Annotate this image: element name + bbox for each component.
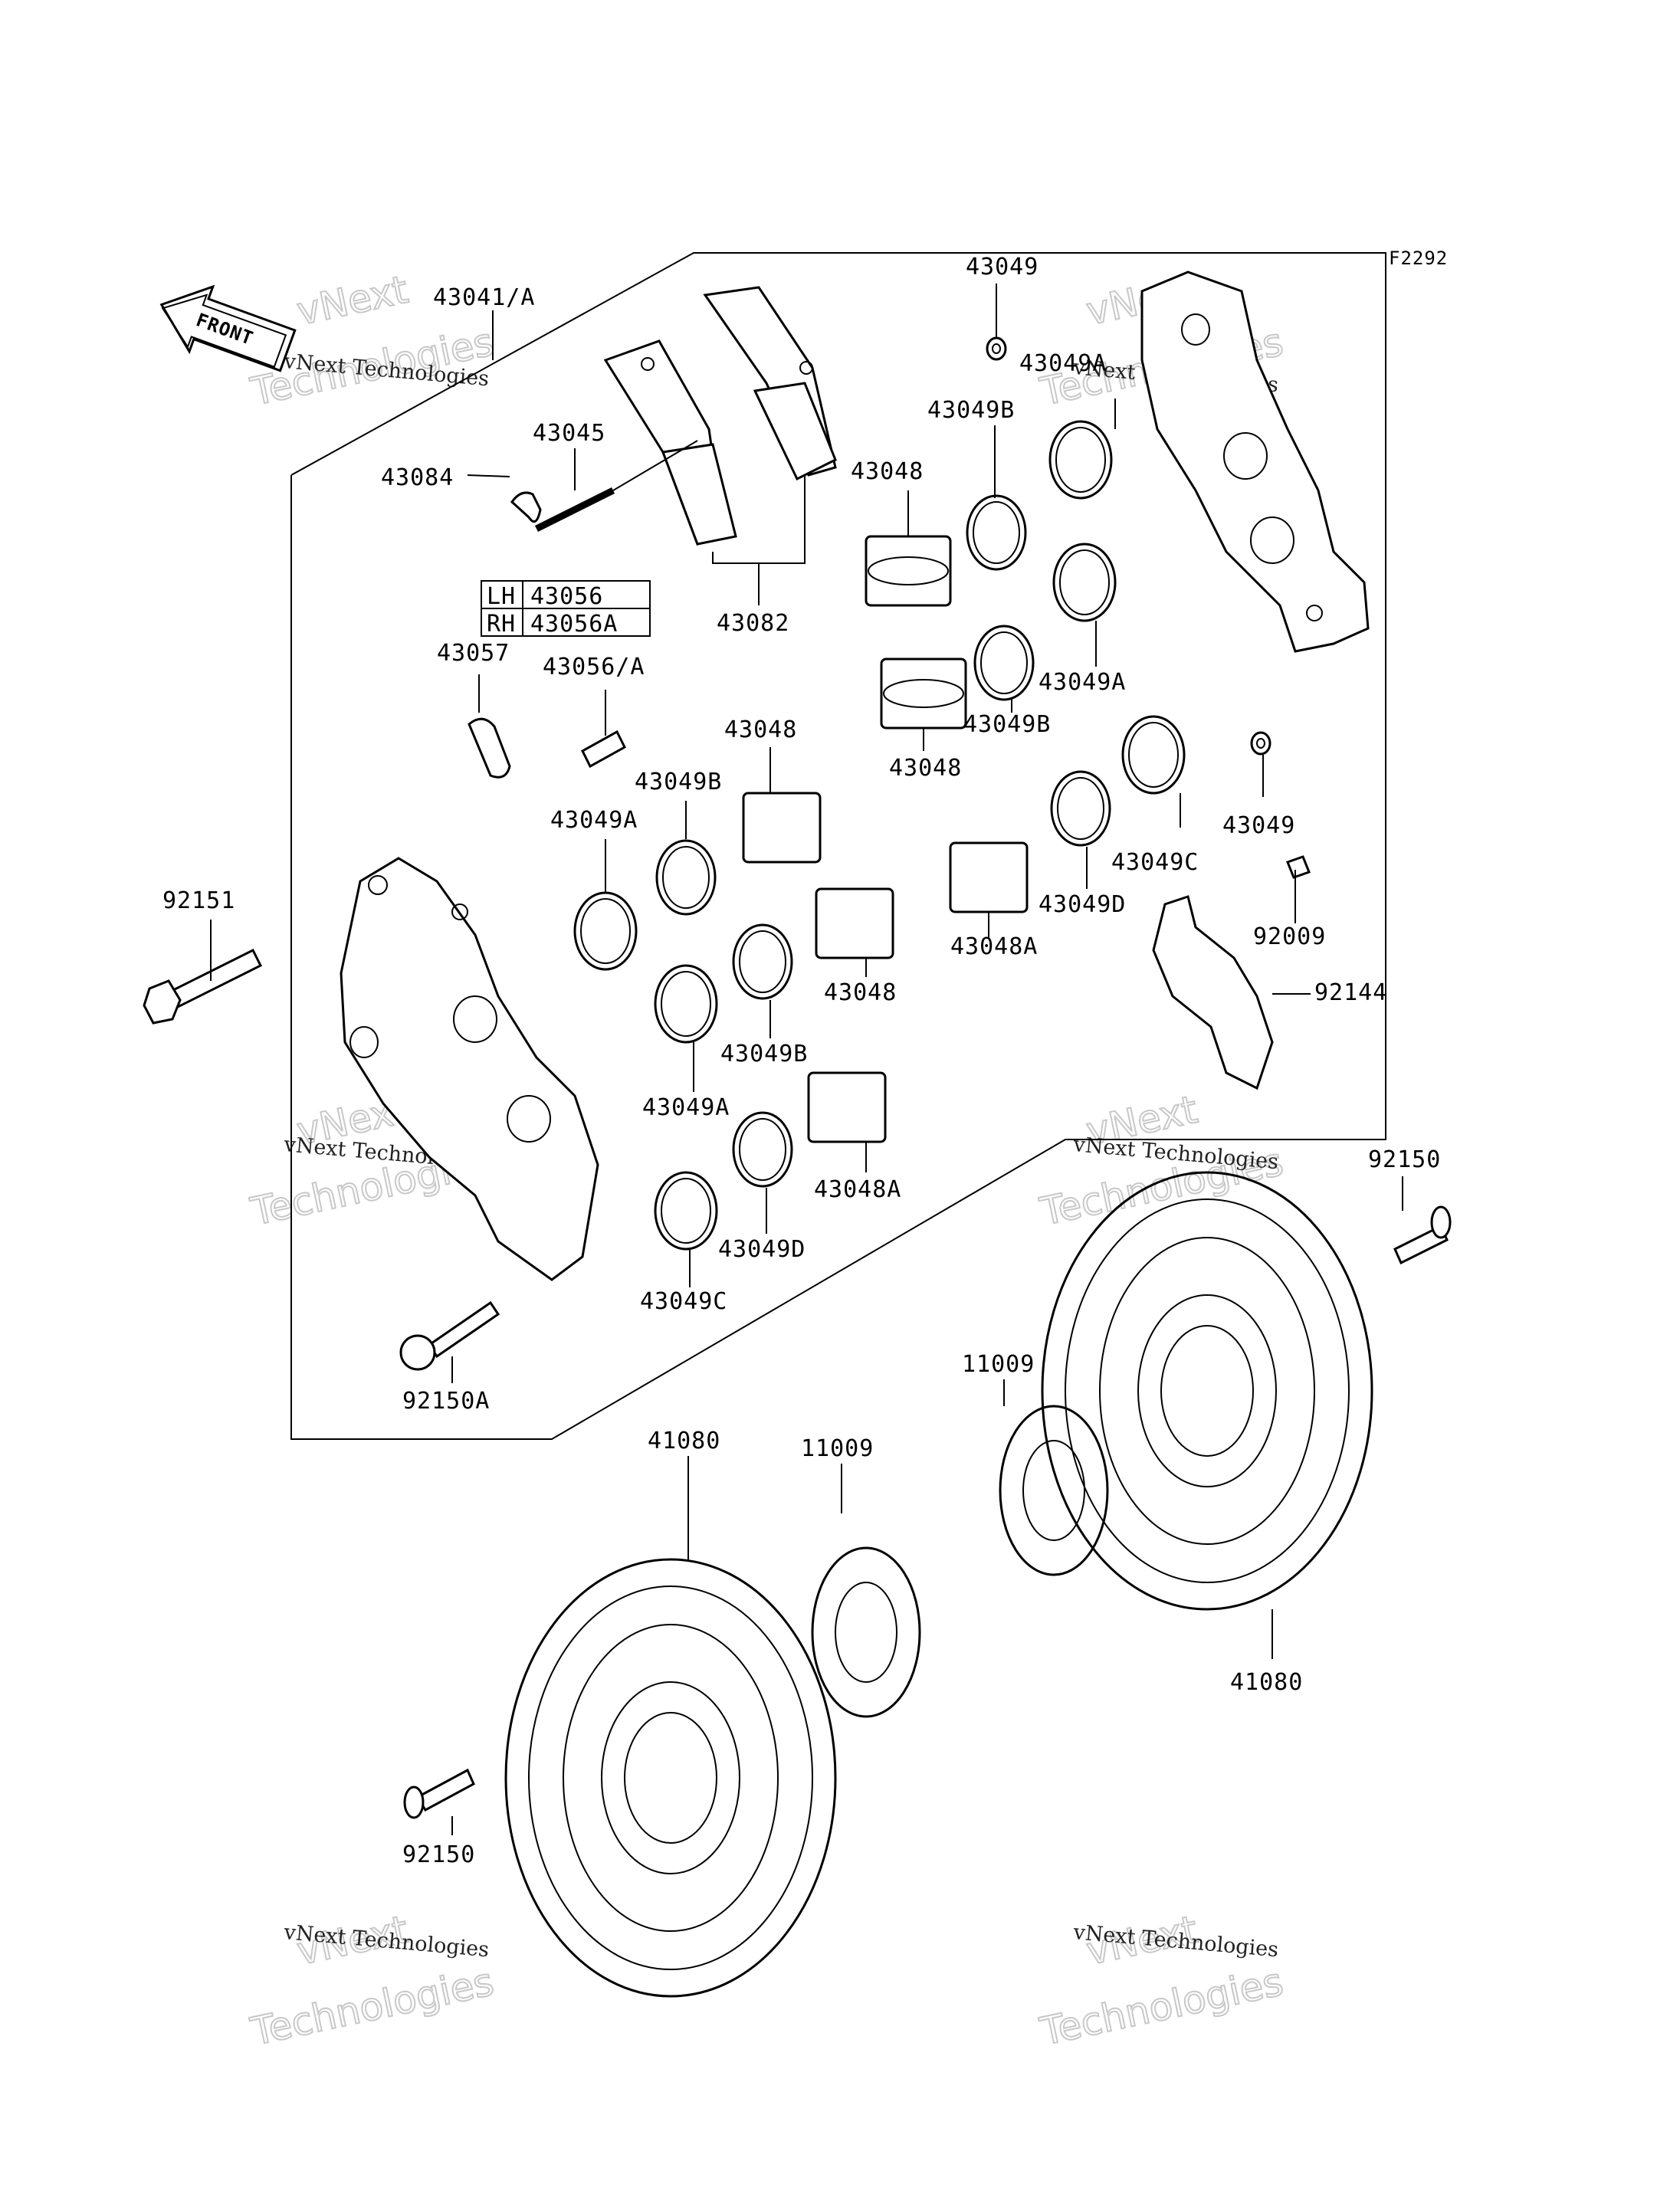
front-arrow-icon: FRONT <box>159 284 297 372</box>
table-part-rh: 43056A <box>530 611 618 638</box>
watermark-brand: vNext <box>293 267 412 334</box>
piston <box>865 535 952 607</box>
label-43048-top: 43048 <box>851 458 924 485</box>
gasket <box>811 1546 921 1718</box>
caliper-bracket <box>468 717 511 779</box>
part-labels: 43041/A 43045 43084 43082 43049 43049A 4… <box>162 254 1441 1868</box>
caliper-right-half <box>1140 271 1370 653</box>
seal-ring <box>1050 770 1111 847</box>
label-11009-left: 11009 <box>801 1435 874 1462</box>
watermark-word: Technologies <box>1036 1959 1287 2054</box>
table-part-lh: 43056 <box>530 583 603 610</box>
seal-ring <box>573 891 638 971</box>
caliper-left-half <box>340 857 599 1281</box>
brake-pad-left <box>603 339 737 546</box>
seal-ring <box>654 964 718 1044</box>
label-11009-right: 11009 <box>962 1351 1035 1378</box>
label-92144: 92144 <box>1314 979 1387 1006</box>
piston <box>742 792 822 864</box>
seal-ring <box>732 923 793 1000</box>
label-43048-left: 43048 <box>724 716 797 743</box>
label-43049-top: 43049 <box>966 254 1039 280</box>
watermark: vNext Technologies <box>1035 1907 1288 2055</box>
washer <box>1250 731 1271 756</box>
label-41080-left: 41080 <box>648 1428 720 1454</box>
piston <box>949 841 1029 913</box>
bolt <box>399 1300 500 1371</box>
diagram-code: F2292 <box>1389 248 1448 269</box>
bolt <box>1393 1205 1452 1265</box>
screw <box>1286 855 1311 879</box>
seal-ring <box>655 839 717 916</box>
seal-ring <box>1052 543 1117 622</box>
label-43049-right: 43049 <box>1222 812 1295 839</box>
label-43049d-right: 43049D <box>1039 891 1126 918</box>
label-43045: 43045 <box>533 420 605 447</box>
label-43048a-right: 43048A <box>950 933 1038 960</box>
pad-spring-plate <box>1152 895 1274 1090</box>
bolt <box>403 1768 475 1819</box>
label-43049b-low: 43049B <box>720 1041 808 1067</box>
label-43049b-left: 43049B <box>635 769 722 795</box>
brake-disc-right <box>1041 1171 1373 1611</box>
seal-ring <box>732 1111 793 1188</box>
label-43082: 43082 <box>717 610 789 637</box>
bolt <box>143 948 263 1025</box>
seal-ring <box>973 625 1035 701</box>
side-part-table: LH 43056 RH 43056A <box>481 580 651 638</box>
label-43048-low: 43048 <box>824 979 897 1006</box>
piston <box>807 1071 887 1143</box>
brake-pad-right <box>703 286 837 481</box>
assembly-boundary <box>290 252 1386 1440</box>
label-43084: 43084 <box>381 464 454 491</box>
label-92009: 92009 <box>1253 923 1326 950</box>
washer <box>986 336 1007 361</box>
seal-ring <box>654 1171 718 1251</box>
watermark: vNext Technologies <box>246 1907 498 2055</box>
label-43049b-top: 43049B <box>927 397 1015 424</box>
seal-ring <box>1121 715 1186 795</box>
label-92150-right: 92150 <box>1368 1146 1441 1173</box>
label-43057: 43057 <box>437 640 510 667</box>
r-clip <box>510 491 542 523</box>
seal-ring <box>966 494 1027 571</box>
label-43048-mid: 43048 <box>889 755 962 782</box>
piston <box>815 887 894 959</box>
label-43049a-mid: 43049A <box>1039 669 1126 696</box>
label-92150a: 92150A <box>402 1388 490 1415</box>
label-43049c-right: 43049C <box>1111 849 1199 876</box>
piston <box>880 657 967 730</box>
seal-ring <box>1048 420 1113 500</box>
bleed-valve <box>581 730 626 769</box>
brake-disc-left <box>504 1558 837 1998</box>
label-43049a-left: 43049A <box>550 807 638 834</box>
pad-pin <box>534 440 698 533</box>
leader-lines <box>210 284 1403 1835</box>
label-41080-right: 41080 <box>1230 1669 1303 1696</box>
table-side-rh: RH <box>487 611 516 638</box>
label-43048a-low: 43048A <box>814 1176 901 1203</box>
watermark-word: Technologies <box>247 1959 497 2054</box>
label-43056a: 43056/A <box>543 654 645 680</box>
label-43049a-low: 43049A <box>642 1094 730 1121</box>
watermark-layer: vNext Technologies vNext Technologies vN… <box>246 267 1288 2055</box>
label-43041a: 43041/A <box>433 284 535 311</box>
label-43049d-low: 43049D <box>718 1236 806 1263</box>
gasket <box>999 1405 1109 1576</box>
label-92151: 92151 <box>162 887 235 914</box>
label-43049b-mid: 43049B <box>963 711 1051 738</box>
table-side-lh: LH <box>487 583 516 610</box>
label-92150-left: 92150 <box>402 1841 475 1868</box>
label-43049a-top: 43049A <box>1019 350 1107 377</box>
label-43049c-low: 43049C <box>640 1288 727 1315</box>
